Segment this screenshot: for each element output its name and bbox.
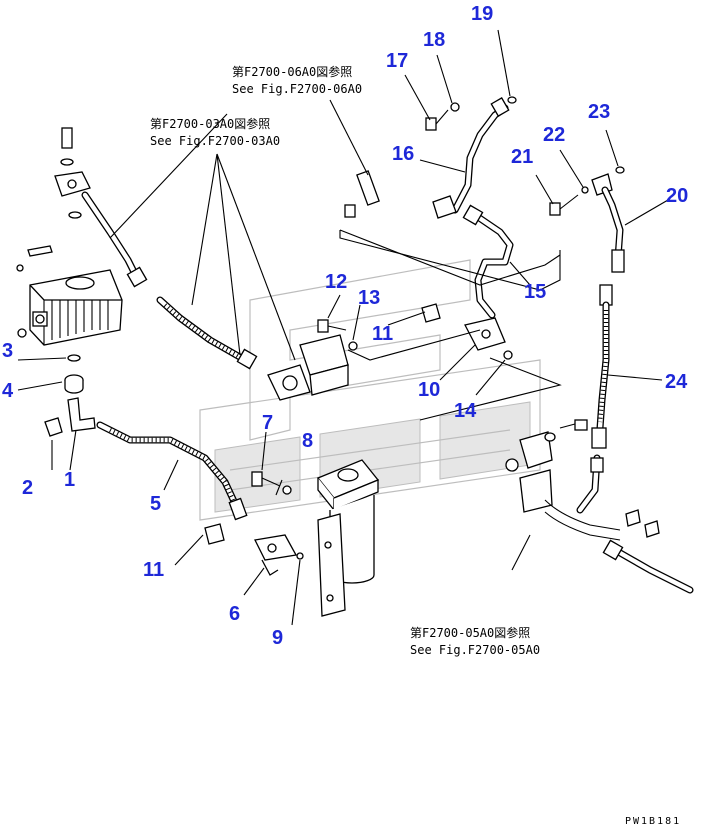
hose-5 bbox=[96, 421, 248, 521]
svg-text:See Fig.F2700-06A0: See Fig.F2700-06A0 bbox=[232, 82, 362, 96]
callout-9: 9 bbox=[272, 627, 283, 649]
bolt-17 bbox=[425, 109, 449, 131]
hose-15 bbox=[462, 204, 514, 319]
callout-8: 8 bbox=[302, 430, 313, 452]
callout-24: 24 bbox=[665, 371, 688, 393]
callout-21: 21 bbox=[511, 146, 533, 168]
elbow-1 bbox=[67, 397, 96, 432]
fitting-6 bbox=[254, 534, 304, 576]
fitting-11-lower bbox=[204, 523, 225, 545]
callout-16: 16 bbox=[392, 143, 414, 165]
hose-24 bbox=[591, 284, 613, 449]
svg-text:See Fig.F2700-03A0: See Fig.F2700-03A0 bbox=[150, 134, 280, 148]
svg-text:第F2700-05A0図参照: 第F2700-05A0図参照 bbox=[410, 625, 530, 640]
figure-code: PW1B181 bbox=[625, 816, 681, 827]
bolt-7 bbox=[251, 471, 281, 487]
washer-22 bbox=[581, 186, 589, 194]
bolt-12 bbox=[317, 319, 347, 333]
washer-8 bbox=[282, 485, 292, 495]
callout-19: 19 bbox=[471, 3, 493, 25]
callout-14: 14 bbox=[454, 400, 477, 422]
callout-17: 17 bbox=[386, 50, 408, 72]
callout-3: 3 bbox=[2, 340, 13, 362]
reference-note-05a0: 第F2700-05A0図参照 See Fig.F2700-05A0 bbox=[410, 625, 540, 657]
hose-20 bbox=[591, 173, 625, 273]
callout-23: 23 bbox=[588, 101, 610, 123]
valve-block bbox=[267, 334, 349, 401]
callout-6: 6 bbox=[229, 603, 240, 625]
line-filter bbox=[316, 459, 380, 617]
hydraulic-pump bbox=[16, 245, 123, 346]
fitting-11-upper bbox=[421, 303, 441, 323]
o-ring-13 bbox=[348, 341, 358, 351]
callout-15: 15 bbox=[524, 281, 546, 303]
callout-13: 13 bbox=[358, 287, 380, 309]
connector-06a0 bbox=[344, 170, 380, 218]
nut-4 bbox=[64, 374, 84, 394]
callout-4: 4 bbox=[2, 380, 14, 402]
callout-numbers: 1 2 3 4 5 6 7 8 9 10 11 11 12 13 14 15 1… bbox=[2, 3, 688, 649]
pipe-16 bbox=[432, 97, 510, 219]
leader-lines bbox=[17, 29, 669, 626]
plug-2 bbox=[44, 417, 63, 437]
svg-text:See Fig.F2700-05A0: See Fig.F2700-05A0 bbox=[410, 643, 540, 657]
o-ring-14 bbox=[503, 350, 513, 360]
callout-20: 20 bbox=[666, 185, 688, 207]
o-ring-23 bbox=[615, 166, 625, 174]
svg-text:第F2700-03A0図参照: 第F2700-03A0図参照 bbox=[150, 116, 270, 131]
reference-note-06a0: 第F2700-06A0図参照 See Fig.F2700-06A0 bbox=[232, 64, 362, 96]
hose-03a0 bbox=[156, 296, 258, 370]
callout-2: 2 bbox=[22, 477, 33, 499]
callout-11-lower: 11 bbox=[143, 559, 164, 581]
washer-18 bbox=[450, 102, 460, 112]
callout-1: 1 bbox=[64, 469, 75, 491]
o-ring-3 bbox=[67, 354, 81, 362]
reference-note-03a0: 第F2700-03A0図参照 See Fig.F2700-03A0 bbox=[150, 116, 280, 148]
callout-11-upper: 11 bbox=[372, 323, 393, 345]
callout-18: 18 bbox=[423, 29, 445, 51]
valve-assembly-05a0 bbox=[505, 419, 694, 594]
o-ring-19 bbox=[507, 96, 517, 104]
callout-22: 22 bbox=[543, 124, 565, 146]
pump-outlet-pipe bbox=[54, 127, 148, 288]
fitting-10 bbox=[464, 317, 506, 351]
callout-7: 7 bbox=[262, 412, 273, 434]
svg-text:第F2700-06A0図参照: 第F2700-06A0図参照 bbox=[232, 64, 352, 79]
bolt-21 bbox=[549, 194, 579, 216]
callout-10: 10 bbox=[418, 379, 440, 401]
callout-12: 12 bbox=[325, 271, 347, 293]
callout-5: 5 bbox=[150, 493, 161, 515]
